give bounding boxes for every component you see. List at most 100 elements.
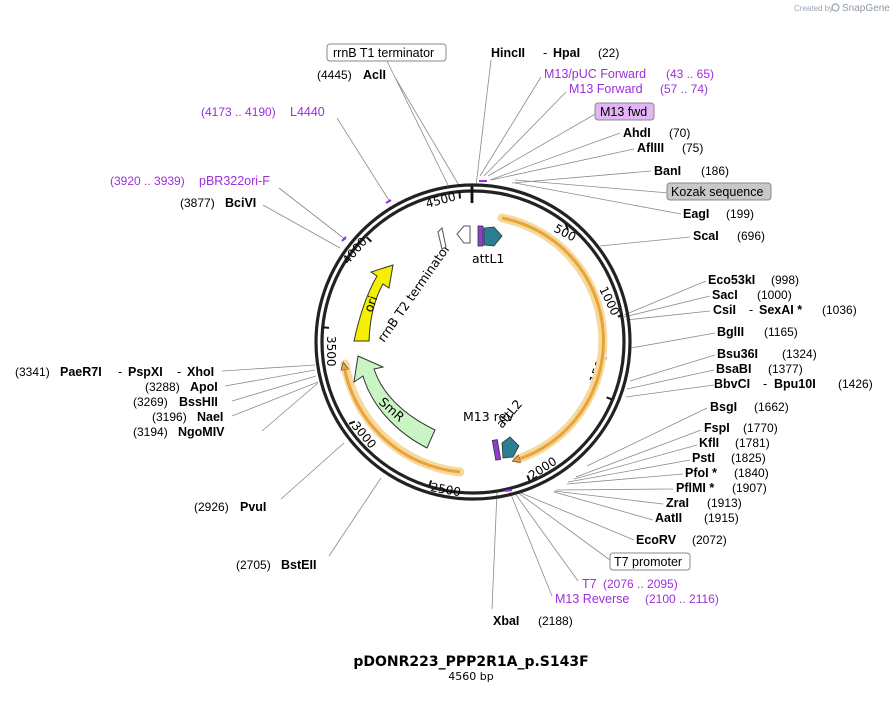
bclvi-label: BciVI xyxy=(225,196,256,210)
sexai-position: (1036) xyxy=(822,303,857,317)
bclvi-position: (3877) xyxy=(180,196,215,210)
pspxi-xhoi-separator: - xyxy=(177,365,181,379)
scai-position: (696) xyxy=(737,229,765,243)
bglii-position: (1165) xyxy=(764,325,798,339)
pflmi-label: PflMI * xyxy=(676,481,714,495)
kfli-position: (1781) xyxy=(735,436,770,450)
ecorv-label: EcoRV xyxy=(636,533,677,547)
aflii-label: AflIII xyxy=(637,141,664,155)
attl1-feature xyxy=(483,226,503,247)
rrnb-t2-terminator-icon xyxy=(437,226,447,250)
smr-feature xyxy=(353,355,436,449)
bsshii-label: BssHII xyxy=(179,395,218,409)
naei-label: NaeI xyxy=(197,410,223,424)
csii-sexai-separator: - xyxy=(749,303,753,317)
bsgi-label: BsgI xyxy=(710,400,737,414)
pbr322ori-position: (3920 .. 3939) xyxy=(110,174,185,188)
apoi-position: (3288) xyxy=(145,380,180,394)
eagi-label: EagI xyxy=(683,207,709,221)
pvui-label: PvuI xyxy=(240,500,266,514)
plasmid-name: pDONR223_PPP2R1A_p.S143F xyxy=(353,654,588,670)
orf-arc xyxy=(501,216,605,460)
paer7i-label: PaeR7I xyxy=(60,365,102,379)
bsteii-position: (2705) xyxy=(236,558,271,572)
aatii-label: AatII xyxy=(655,511,682,525)
zrai-position: (1913) xyxy=(707,496,742,510)
zrai-label: ZraI xyxy=(666,496,689,510)
ngomiv-position: (3194) xyxy=(133,425,168,439)
m13-rev-label: M13 rev xyxy=(463,409,514,424)
xbai-position: (2188) xyxy=(538,614,573,628)
pflmi-position: (1907) xyxy=(732,481,767,495)
psti-position: (1825) xyxy=(731,451,766,465)
attl2-feature xyxy=(501,436,520,459)
created-by-text: Created by xyxy=(794,4,833,13)
m13-forward-position: (57 .. 74) xyxy=(660,82,708,96)
bsu36i-position: (1324) xyxy=(782,347,817,361)
tick-label-2500: 2500 xyxy=(429,480,462,499)
kozak-box xyxy=(666,182,772,201)
l4440-label: L4440 xyxy=(290,105,325,119)
scai-label: ScaI xyxy=(693,229,719,243)
pspxi-label: PspXI xyxy=(128,365,163,379)
kfli-label: KflI xyxy=(699,436,719,450)
sexai-label: SexAI * xyxy=(759,303,802,317)
bbvci-label: BbvCI xyxy=(714,377,750,391)
psti-label: PstI xyxy=(692,451,715,465)
ahdi-position: (70) xyxy=(669,126,690,140)
bsabi-position: (1377) xyxy=(768,362,803,376)
ecorv-position: (2072) xyxy=(692,533,727,547)
aflii-position: (75) xyxy=(682,141,703,155)
attl2-core-block xyxy=(491,439,502,461)
l4440-position: (4173 .. 4190) xyxy=(201,105,276,119)
bglii-label: BglII xyxy=(717,325,744,339)
bpu10i-label: Bpu10I xyxy=(774,377,816,391)
bsgi-position: (1662) xyxy=(754,400,789,414)
eagi-position: (199) xyxy=(726,207,754,221)
naei-position: (3196) xyxy=(152,410,187,424)
m13-forward-label: M13 Forward xyxy=(569,82,643,96)
bsshii-position: (3269) xyxy=(133,395,168,409)
fspi-position: (1770) xyxy=(743,421,778,435)
t7-promoter-label: T7 promoter xyxy=(614,555,682,569)
pvui-position: (2926) xyxy=(194,500,229,514)
bani-label: BanI xyxy=(654,164,681,178)
acli-position: (4445) xyxy=(317,68,352,82)
snapgene-brand: SnapGene xyxy=(842,3,890,14)
m13-reverse-position: (2100 .. 2116) xyxy=(645,592,719,606)
rrnb-t1-label: rrnB T1 terminator xyxy=(333,46,434,60)
pfoi-position: (1840) xyxy=(734,466,769,480)
hpai-position: (22) xyxy=(598,46,619,60)
ahdi-label: AhdI xyxy=(623,126,651,140)
bpu10i-position: (1426) xyxy=(838,377,873,391)
m13puc-forward-label: M13/pUC Forward xyxy=(544,67,646,81)
ori-label: ori xyxy=(361,294,381,314)
plasmid-size: 4560 bp xyxy=(448,670,493,683)
eco53ki-position: (998) xyxy=(771,273,799,287)
hpai-label: HpaI xyxy=(553,46,580,60)
xhoi-label: XhoI xyxy=(187,365,214,379)
m13puc-forward-position: (43 .. 65) xyxy=(666,67,714,81)
pbr322ori-label: pBR322ori-F xyxy=(199,174,270,188)
acli-label: AclI xyxy=(363,68,386,82)
snapgene-logo-icon xyxy=(831,3,840,12)
xbai-label: XbaI xyxy=(493,614,519,628)
t7-label: T7 xyxy=(582,577,597,591)
bsabi-label: BsaBI xyxy=(716,362,751,376)
ngomiv-label: NgoMIV xyxy=(178,425,225,439)
rrnb-t1-box xyxy=(326,43,447,62)
kozak-label: Kozak sequence xyxy=(671,185,763,199)
label-connectors xyxy=(221,58,716,610)
pfoi-label: PfoI * xyxy=(685,466,717,480)
rrnb-t1-terminator-icon xyxy=(456,225,471,244)
saci-label: SacI xyxy=(712,288,738,302)
paer7i-position: (3341) xyxy=(15,365,50,379)
ori-feature xyxy=(353,264,394,342)
smr-orf-arc xyxy=(344,366,461,474)
paer7i-pspxi-separator: - xyxy=(118,365,122,379)
primer-marks xyxy=(341,180,513,492)
rrnb-t2-label: rrnB T2 terminator xyxy=(374,240,453,345)
orf-glow xyxy=(497,213,608,464)
bsteii-label: BstEII xyxy=(281,558,316,572)
